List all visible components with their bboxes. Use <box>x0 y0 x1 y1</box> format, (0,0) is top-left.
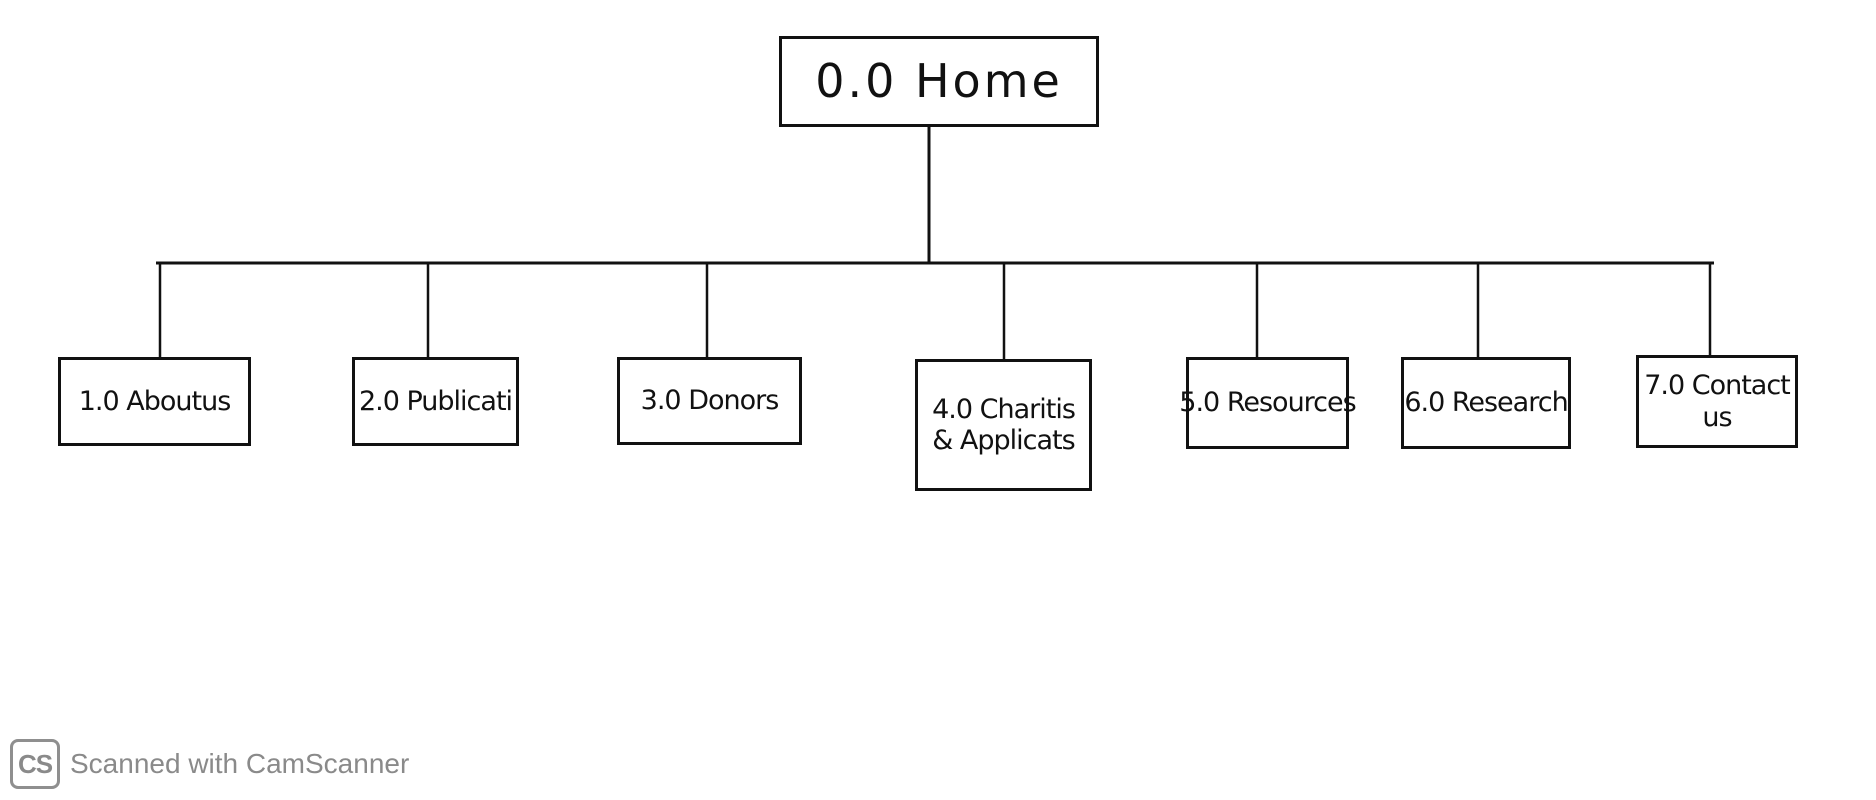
node-contact-us-label: 7.0 Contact us <box>1644 370 1791 433</box>
node-about-us-label: 1.0 Aboutus <box>78 385 232 417</box>
camscanner-watermark: CS Scanned with CamScanner <box>10 739 409 789</box>
node-donors-label: 3.0 Donors <box>640 385 780 417</box>
node-about-us: 1.0 Aboutus <box>58 357 251 446</box>
node-home: 0.0 Home <box>779 36 1099 127</box>
node-contact-us: 7.0 Contact us <box>1636 355 1798 448</box>
node-publications: 2.0 Publicati <box>352 357 519 446</box>
node-publications-label: 2.0 Publicati <box>358 385 513 417</box>
node-charities-applicants: 4.0 Charitis & Applicats <box>915 359 1092 491</box>
node-research-label: 6.0 Research <box>1404 387 1568 419</box>
node-resources: 5.0 Resources <box>1179 357 1357 449</box>
camscanner-logo-icon: CS <box>10 739 60 789</box>
node-charities-applicants-label: 4.0 Charitis & Applicats <box>932 393 1076 456</box>
watermark-text: Scanned with CamScanner <box>70 748 410 779</box>
node-home-label: 0.0 Home <box>815 54 1063 109</box>
node-donors: 3.0 Donors <box>617 357 802 445</box>
node-research: 6.0 Research <box>1401 357 1571 449</box>
node-resources-label: 5.0 Resources <box>1179 387 1356 419</box>
